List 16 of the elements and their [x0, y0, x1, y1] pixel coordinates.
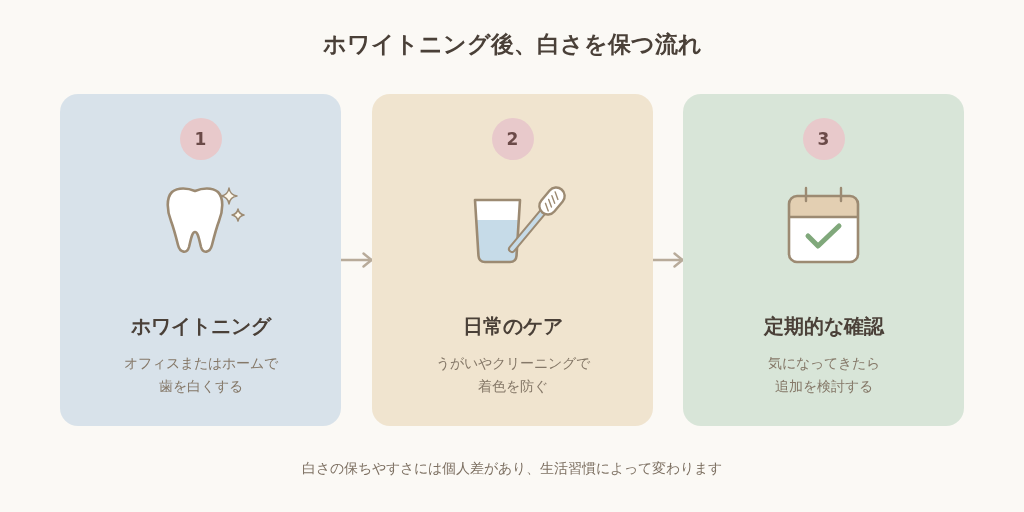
- diagram-title: ホワイトニング後、白さを保つ流れ: [322, 30, 702, 59]
- step-description: うがいやクリーニングで着色を防ぐ: [434, 354, 591, 396]
- step-card: [372, 94, 653, 426]
- step-card: [683, 94, 964, 426]
- step-card: [60, 94, 341, 426]
- step-number: 3: [802, 118, 845, 160]
- arrow: [339, 252, 374, 268]
- step-title: ホワイトニング: [130, 313, 271, 339]
- step-title: 定期的な確認: [763, 313, 884, 339]
- arrow: [651, 252, 685, 268]
- step-title: 日常のケア: [462, 313, 563, 339]
- step-number: 1: [179, 118, 222, 160]
- diagram-caption: 白さの保ちやすさには個人差があり、生活習慣によって変わります: [302, 459, 722, 478]
- step-number: 2: [491, 118, 534, 160]
- step-description: 気になってきたら追加を検討する: [766, 354, 881, 396]
- step-description: オフィスまたはホームで歯を白くする: [122, 354, 279, 396]
